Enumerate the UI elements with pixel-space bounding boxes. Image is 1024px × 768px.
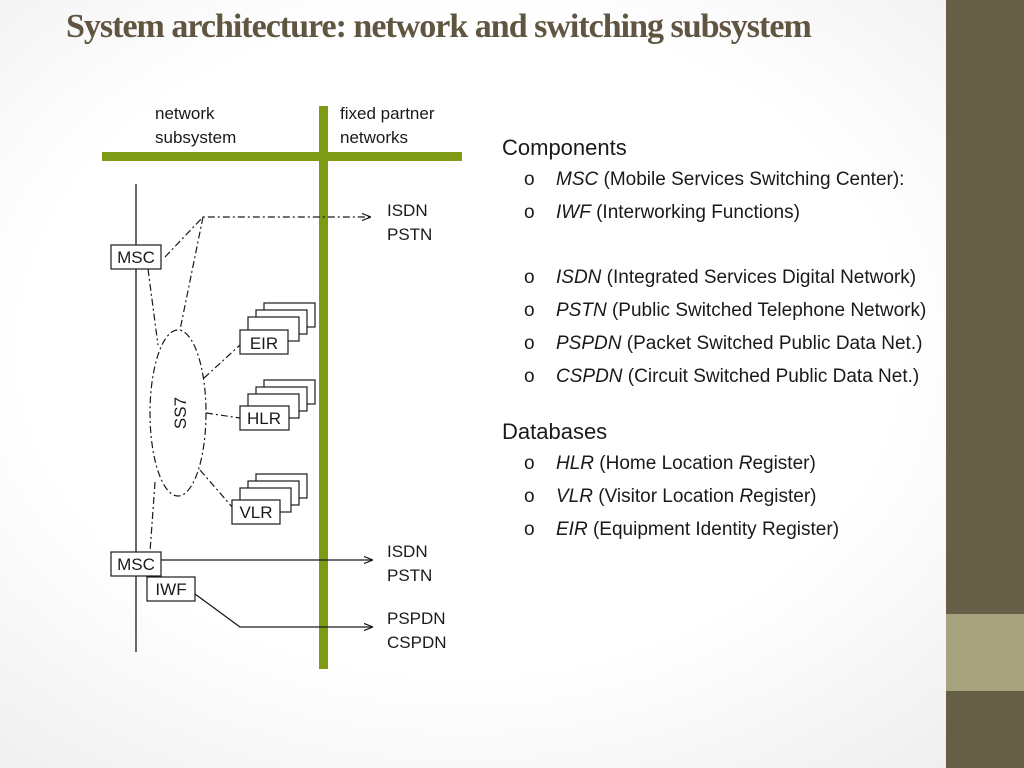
hlr-label: HLR (247, 409, 281, 428)
item-desc-pre: (Equipment Identity Register) (587, 519, 840, 540)
green-horizontal-bar (102, 152, 462, 161)
label-bottom-networks: PSPDN CSPDN (387, 609, 450, 652)
msc-bottom-box (110, 551, 162, 577)
signaling-line-ss7-to-hlr (205, 412, 241, 419)
bullet-marker: o (524, 300, 535, 321)
item-abbr: EIR (556, 519, 588, 540)
item-desc: (Interworking Functions) (590, 202, 800, 223)
list-item: o ISDN (Integrated Services Digital Netwo… (502, 261, 1002, 294)
msc-top-label: MSC (117, 248, 155, 267)
signaling-line-ss7-to-eir (203, 344, 241, 379)
item-abbr: ISDN (556, 267, 602, 288)
list-item: o EIR (Equipment Identity Register) (502, 513, 1002, 546)
bullet-marker: o (524, 267, 535, 288)
iwf-label: IWF (155, 580, 186, 599)
content-list: Components o MSC (Mobile Services Switchi… (502, 133, 1002, 546)
spacer (502, 229, 1002, 261)
item-desc: (Integrated Services Digital Network) (601, 267, 917, 288)
item-desc: (Public Switched Telephone Network) (606, 300, 927, 321)
signaling-line-msc-top-to-ss7 (147, 268, 159, 346)
eir-stack (239, 302, 316, 355)
list-item: o PSPDN (Packet Switched Public Data Net.… (502, 327, 1002, 360)
green-vertical-bar (319, 106, 328, 669)
bullet-marker: o (524, 333, 535, 354)
bullet-marker: o (524, 453, 535, 474)
bullet-marker: o (524, 519, 535, 540)
list-item: o MSC (Mobile Services Switching Center): (502, 163, 1002, 196)
item-desc: (Packet Switched Public Data Net.) (621, 333, 923, 354)
msc-top-box (110, 244, 162, 270)
item-desc-post: egister) (752, 453, 816, 474)
vlr-stack (231, 473, 308, 525)
item-desc-post: egister) (753, 486, 817, 507)
item-desc-em: R (738, 453, 753, 474)
bullet-marker: o (524, 169, 535, 190)
bullet-marker: o (524, 202, 535, 223)
list-item: o PSTN (Public Switched Telephone Network… (502, 294, 1002, 327)
hlr-stack (239, 379, 316, 431)
item-abbr: IWF (556, 202, 591, 223)
item-desc-pre: (Visitor Location (592, 486, 740, 507)
label-fixed-partner-networks: fixed partner networks (340, 104, 439, 147)
signaling-line-ss7-to-msc-bottom (149, 481, 156, 553)
label-network-subsystem: network subsystem (155, 104, 236, 147)
list-item: o CSPDN (Circuit Switched Public Data Net… (502, 360, 1002, 393)
spacer (502, 393, 1002, 417)
sidebar-accent-block (946, 614, 1024, 691)
item-abbr: CSPDN (556, 366, 623, 387)
bullet-marker: o (524, 366, 535, 387)
item-abbr: PSTN (556, 300, 607, 321)
item-abbr: MSC (556, 169, 599, 190)
signaling-line-ss7-to-vlr (199, 469, 234, 509)
list-item: o IWF (Interworking Functions) (502, 196, 1002, 229)
signaling-line-top-to-ss7 (179, 216, 204, 331)
databases-heading: Databases (502, 419, 608, 444)
ss7-label: SS7 (171, 397, 190, 429)
list-item: o VLR (Visitor Location Register) (502, 480, 1002, 513)
msc-bottom-label: MSC (117, 555, 155, 574)
slide-title: System architecture: network and switchi… (66, 8, 812, 45)
iwf-box (146, 576, 196, 602)
item-abbr: PSPDN (556, 333, 622, 354)
label-top-networks: ISDN PSTN (387, 201, 432, 244)
link-iwf-to-pspdn (194, 593, 372, 627)
item-desc-pre: (Home Location (594, 453, 739, 474)
item-desc: (Circuit Switched Public Data Net.) (622, 366, 920, 387)
bullet-marker: o (524, 486, 535, 507)
item-desc: (Mobile Services Switching Center): (598, 169, 905, 190)
label-mid-networks: ISDN PSTN (387, 542, 432, 585)
item-abbr: HLR (556, 453, 595, 474)
item-desc-em: R (739, 486, 754, 507)
eir-label: EIR (250, 334, 278, 353)
item-abbr: VLR (556, 486, 593, 507)
list-item: o HLR (Home Location Register) (502, 447, 1002, 480)
vlr-label: VLR (239, 503, 272, 522)
components-heading: Components (502, 135, 627, 160)
